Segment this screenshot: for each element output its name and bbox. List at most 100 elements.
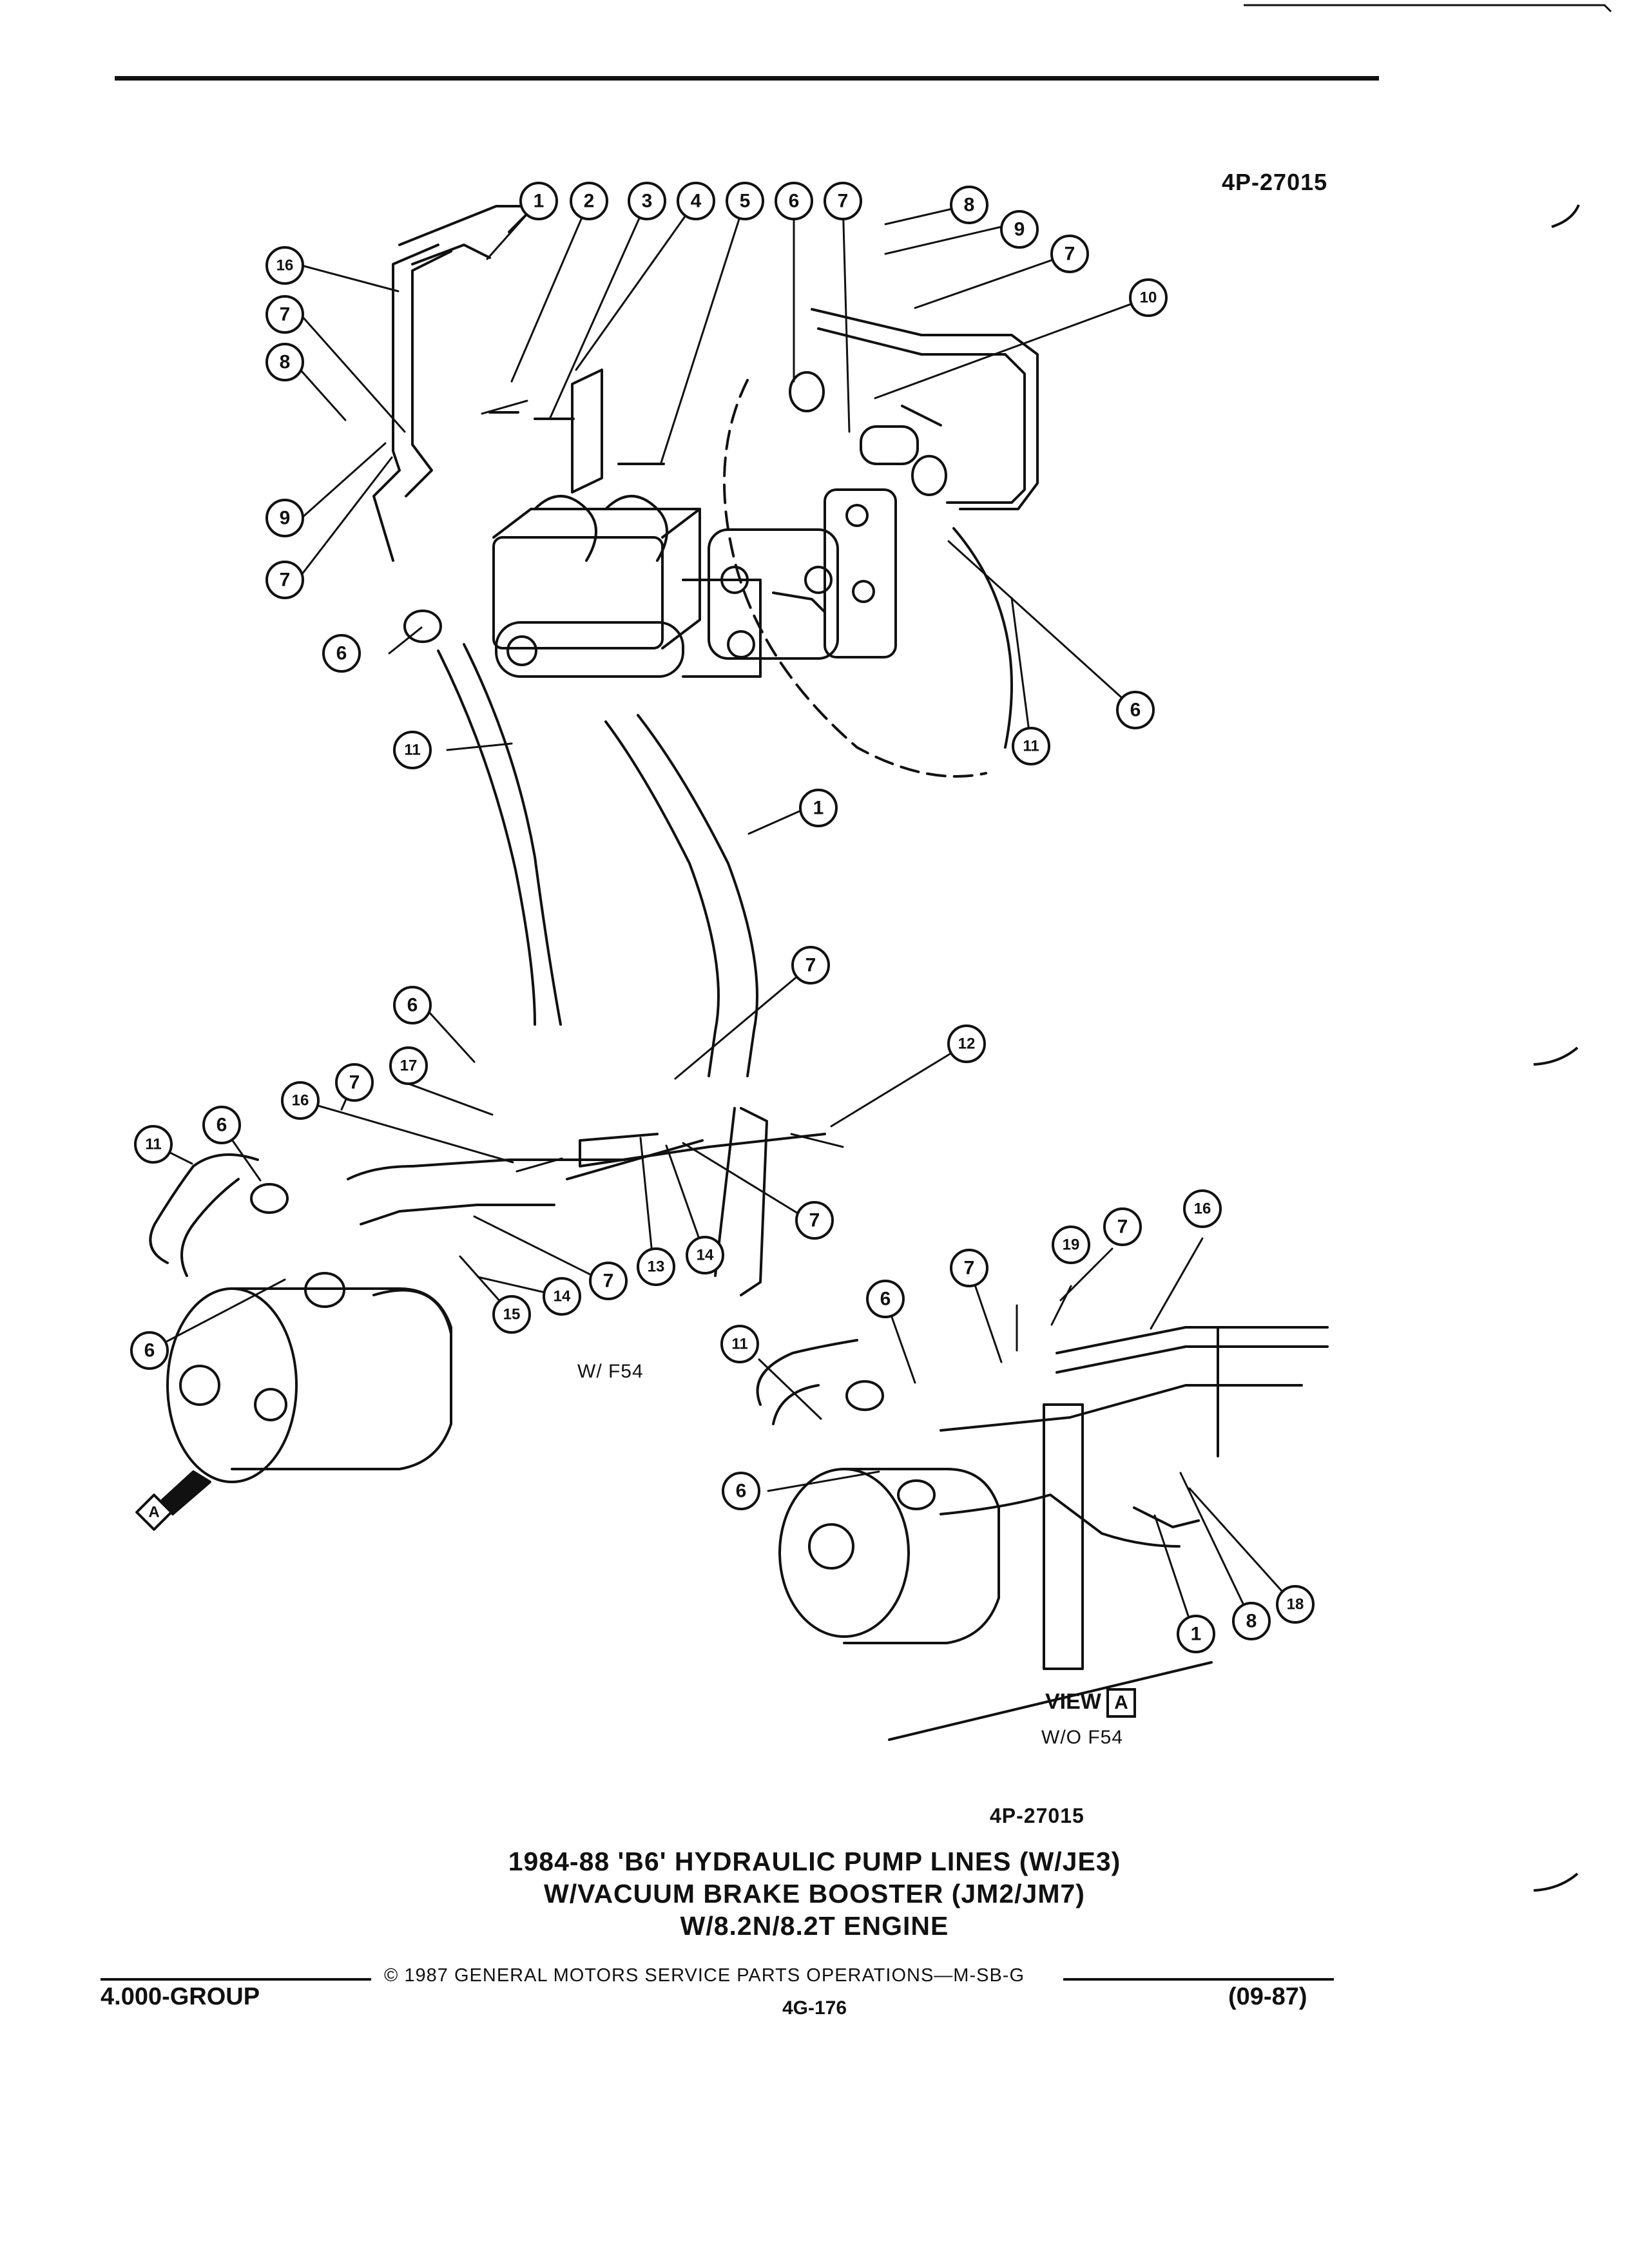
svg-text:8: 8 xyxy=(280,352,291,373)
callout-marker: 3 xyxy=(628,182,666,220)
label-with-f54: W/ F54 xyxy=(577,1361,644,1382)
svg-text:17: 17 xyxy=(400,1057,418,1075)
callout-marker: 11 xyxy=(393,731,432,769)
callout-marker: 11 xyxy=(134,1125,173,1164)
svg-text:16: 16 xyxy=(292,1092,309,1110)
callout-marker: 6 xyxy=(393,986,432,1024)
callout-marker: 7 xyxy=(824,182,862,220)
svg-text:6: 6 xyxy=(789,191,800,212)
callout-markers: 1 2 3 4 5 6 7 8 9 7 10 16 7 8 9 7 6 11 6… xyxy=(130,182,1315,1653)
svg-text:1: 1 xyxy=(813,798,824,819)
footer-rule-left xyxy=(101,1978,371,1981)
copyright-notice: © 1987 GENERAL MOTORS SERVICE PARTS OPER… xyxy=(384,1965,1025,1986)
callout-marker: 1 xyxy=(799,789,838,827)
svg-text:11: 11 xyxy=(404,742,420,759)
svg-text:7: 7 xyxy=(349,1072,360,1093)
svg-text:12: 12 xyxy=(958,1035,976,1053)
callout-marker: 18 xyxy=(1276,1585,1315,1624)
callout-marker: 6 xyxy=(130,1331,169,1370)
callout-marker: 8 xyxy=(1232,1602,1271,1640)
view-letter-box: A xyxy=(1106,1688,1136,1718)
svg-text:11: 11 xyxy=(731,1336,747,1353)
callout-marker: 1 xyxy=(1177,1615,1215,1653)
hose-11-left xyxy=(437,643,562,1026)
svg-text:16: 16 xyxy=(1194,1200,1211,1218)
svg-text:10: 10 xyxy=(1140,289,1157,307)
svg-text:2: 2 xyxy=(584,191,595,212)
title-line-2: W/VACUUM BRAKE BOOSTER (JM2/JM7) xyxy=(544,1879,1085,1908)
view-arrow-letter: A xyxy=(148,1504,159,1521)
view-a-brake-booster xyxy=(756,1326,1329,1741)
svg-text:6: 6 xyxy=(336,643,347,664)
svg-text:19: 19 xyxy=(1063,1236,1080,1254)
callout-marker: 6 xyxy=(775,182,813,220)
callout-marker: 7 xyxy=(1103,1207,1142,1246)
svg-text:6: 6 xyxy=(1130,700,1141,721)
callout-marker: 7 xyxy=(265,561,304,599)
callout-marker: 16 xyxy=(1183,1189,1222,1228)
svg-text:9: 9 xyxy=(1014,219,1025,240)
figure-reference-bottom: 4P-27015 xyxy=(990,1804,1084,1827)
callout-marker: 7 xyxy=(265,295,304,334)
callout-marker: 6 xyxy=(322,634,361,673)
svg-text:1: 1 xyxy=(534,191,545,212)
callout-marker: 7 xyxy=(1050,235,1089,273)
callout-marker: 14 xyxy=(686,1236,724,1274)
svg-text:7: 7 xyxy=(809,1210,820,1231)
callout-marker: 13 xyxy=(637,1247,675,1286)
callout-marker: 7 xyxy=(335,1063,374,1102)
callout-marker: 6 xyxy=(866,1280,905,1318)
svg-text:5: 5 xyxy=(740,191,751,212)
title-line-1: 1984-88 'B6' HYDRAULIC PUMP LINES (W/JE3… xyxy=(508,1847,1121,1876)
svg-text:6: 6 xyxy=(407,995,418,1016)
svg-text:7: 7 xyxy=(964,1258,975,1279)
callout-marker: 2 xyxy=(570,182,608,220)
left-brake-booster xyxy=(149,1153,452,1483)
hose-1-center xyxy=(604,714,758,1077)
callout-marker: 7 xyxy=(589,1262,628,1300)
callout-marker: 9 xyxy=(1000,210,1039,249)
footer-rule-right xyxy=(1063,1978,1334,1981)
view-arrow xyxy=(135,1470,211,1531)
callout-marker: 9 xyxy=(265,499,304,537)
callout-marker: 16 xyxy=(265,246,304,285)
callout-marker: 10 xyxy=(1129,278,1168,317)
svg-text:11: 11 xyxy=(1023,738,1039,755)
callout-marker: 7 xyxy=(950,1249,988,1287)
svg-text:6: 6 xyxy=(144,1340,155,1361)
callout-marker: 17 xyxy=(389,1046,428,1085)
header-rule xyxy=(115,76,1379,81)
callout-marker: 7 xyxy=(795,1201,834,1240)
view-label-text: VIEW xyxy=(1045,1689,1101,1714)
callout-marker: 6 xyxy=(722,1472,760,1510)
svg-text:14: 14 xyxy=(554,1288,571,1305)
label-without-f54: W/O F54 xyxy=(1041,1727,1124,1748)
callout-marker: 7 xyxy=(791,946,830,985)
callout-marker: 15 xyxy=(492,1295,531,1334)
svg-text:9: 9 xyxy=(280,508,291,529)
svg-text:6: 6 xyxy=(736,1481,747,1502)
svg-text:8: 8 xyxy=(964,195,975,216)
svg-text:18: 18 xyxy=(1287,1596,1304,1613)
callout-marker: 11 xyxy=(1012,727,1050,765)
callout-marker: 12 xyxy=(947,1024,986,1063)
upper-clamps xyxy=(403,371,947,643)
svg-text:4: 4 xyxy=(691,191,702,212)
callout-marker: 11 xyxy=(720,1325,759,1363)
callout-marker: 1 xyxy=(519,182,558,220)
svg-text:6: 6 xyxy=(217,1115,227,1136)
svg-text:7: 7 xyxy=(1117,1216,1128,1238)
callout-marker: 14 xyxy=(543,1277,581,1316)
callout-marker: 16 xyxy=(281,1081,320,1120)
svg-text:13: 13 xyxy=(648,1258,665,1276)
svg-text:7: 7 xyxy=(805,955,816,976)
callout-marker: 6 xyxy=(202,1106,241,1144)
callout-marker: 4 xyxy=(677,182,715,220)
svg-text:7: 7 xyxy=(280,304,291,325)
figure-reference-top: 4P-27015 xyxy=(1222,169,1328,195)
svg-text:6: 6 xyxy=(880,1289,891,1310)
callout-marker: 19 xyxy=(1052,1225,1090,1264)
page-number: 4G-176 xyxy=(782,1997,847,2019)
